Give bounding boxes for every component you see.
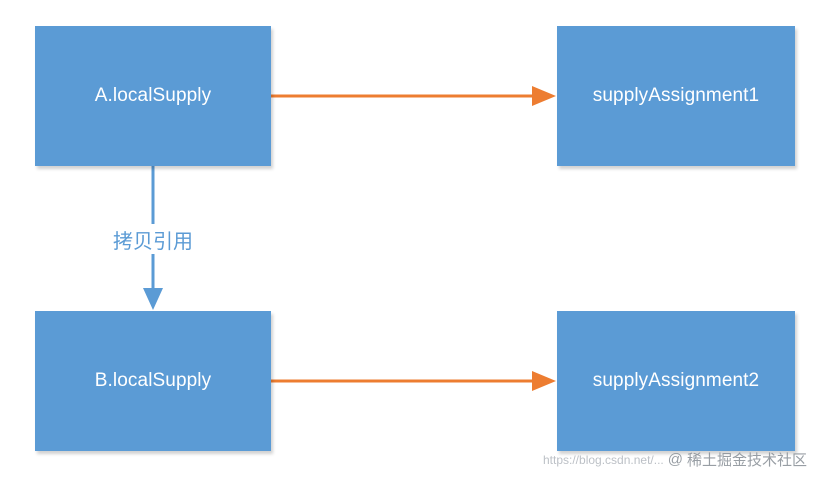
node-b-label: B.localSupply: [94, 370, 212, 391]
node-a-label: A.localSupply: [94, 85, 212, 106]
node-a-localsupply: A.localSupply: [35, 26, 271, 166]
node-b-localsupply: B.localSupply: [35, 311, 271, 451]
watermark-brand: 稀土掘金技术社区: [686, 451, 807, 469]
arrow-a-to-s1: [271, 86, 556, 106]
node-s1-label: supplyAssignment1: [592, 85, 760, 106]
node-supply-assignment-1: supplyAssignment1: [557, 26, 795, 166]
copy-reference-label: 拷贝引用: [96, 224, 210, 254]
node-s2-label: supplyAssignment2: [592, 370, 760, 391]
watermark-url: https://blog.csdn.net/...: [543, 452, 664, 467]
node-supply-assignment-2: supplyAssignment2: [557, 311, 795, 451]
watermark-at-icon: @: [667, 451, 683, 468]
arrow-b-to-s2: [271, 371, 556, 391]
watermark: https://blog.csdn.net/... @ 稀土掘金技术社区: [543, 449, 807, 470]
